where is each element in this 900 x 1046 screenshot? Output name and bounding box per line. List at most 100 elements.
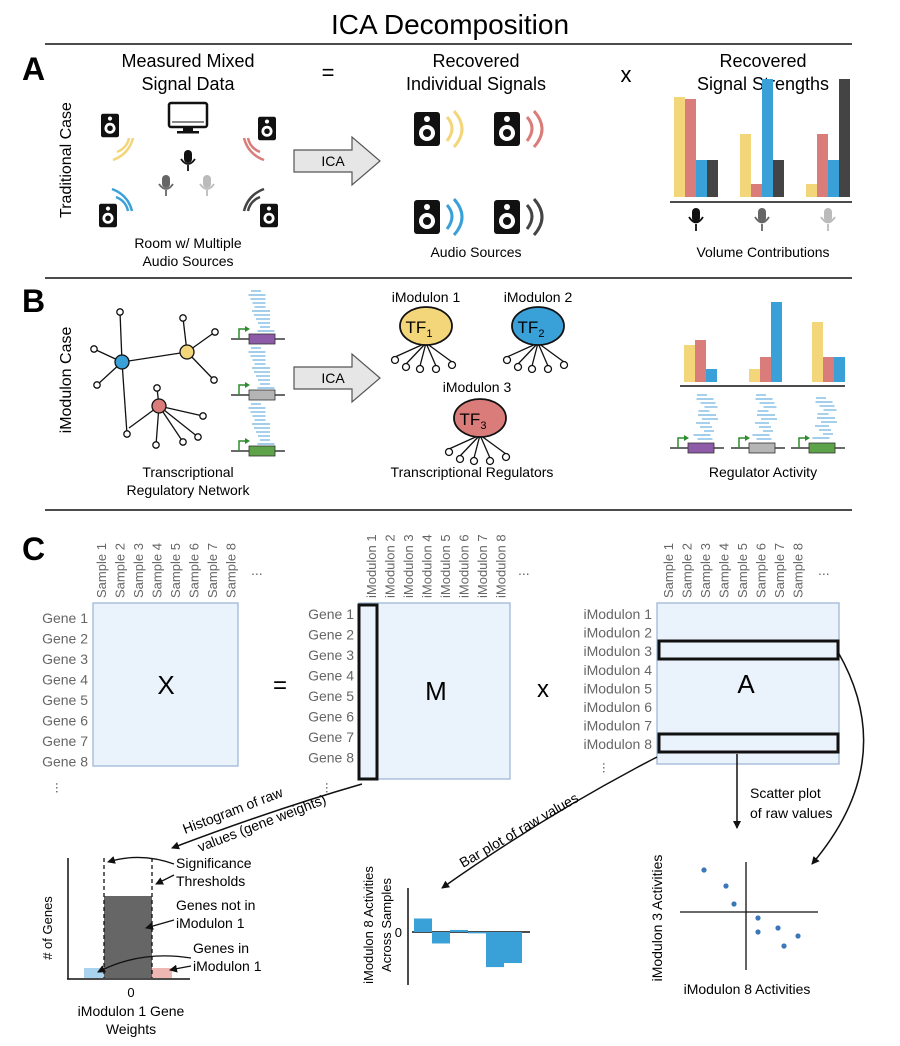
speaker-icon: [101, 113, 119, 138]
network-node-yellow: [179, 344, 195, 360]
volume-bar: [773, 160, 784, 197]
room-illustration: [99, 101, 278, 228]
signals-title-line2: Individual Signals: [406, 74, 546, 94]
imodulon-1-label: iModulon 1: [392, 289, 461, 305]
matrix-row-label: Gene 5: [42, 692, 88, 708]
bar-plot-bars: [414, 918, 522, 968]
ica-arrow-a-label: ICA: [321, 153, 345, 169]
room-caption-line1: Room w/ Multiple: [134, 235, 242, 251]
matrix-column-label: iModulon 3: [401, 534, 416, 598]
matrix-row-label: Gene 6: [42, 713, 88, 729]
microphone-icon: [180, 150, 196, 171]
matrix-m: [358, 602, 511, 780]
matrix-row-label: Gene 7: [308, 729, 354, 745]
bar-plot: iModulon 8 Activities Across Samples 0: [361, 866, 530, 985]
volume-bar: [740, 134, 751, 197]
volume-bar: [828, 160, 839, 197]
tf-1-label: TF1: [406, 318, 433, 340]
matrix-row-label: Gene 1: [308, 606, 354, 622]
matrix-m-row-ellipsis: ...: [323, 782, 339, 794]
scatter-points: [701, 867, 801, 949]
activity-bar: [812, 322, 823, 382]
matrix-column-label: Sample 4: [150, 543, 165, 598]
matrix-row-label: iModulon 4: [584, 662, 653, 678]
matrix-column-label: iModulon 2: [383, 534, 398, 598]
matrix-column-label: Sample 8: [791, 543, 806, 598]
scatter-point: [731, 901, 737, 907]
volume-bar: [696, 160, 707, 197]
gene-tracks: [231, 290, 285, 457]
genes-in-pointer-right: [169, 964, 192, 973]
matrix-row-label: Gene 2: [308, 627, 354, 643]
matrix-row-label: iModulon 5: [584, 680, 653, 696]
significance-pointer-left: [107, 856, 175, 865]
matrix-column-label: iModulon 7: [475, 534, 490, 598]
speaker-icon: [494, 200, 520, 234]
activity-bar: [771, 302, 782, 382]
volume-bar-chart: [674, 79, 850, 197]
mixed-title-line1: Measured Mixed: [121, 51, 254, 71]
promoter-arrowhead-icon: [745, 435, 750, 441]
volume-bar: [707, 160, 718, 197]
matrix-column-label: Sample 8: [224, 543, 239, 598]
bar-plot-bar: [486, 932, 504, 968]
matrix-row-label: iModulon 2: [584, 625, 653, 641]
matrix-row-label: iModulon 1: [584, 606, 653, 622]
bar-plot-zero-tick: 0: [395, 925, 402, 940]
matrix-row-label: Gene 6: [308, 709, 354, 725]
genes-in-pointer-left: [97, 955, 192, 973]
matrix-x-col-ellipsis: ...: [251, 562, 263, 578]
histogram-plot: # of Genes 0 iModulon 1 Gene Weights Sig…: [40, 855, 262, 1037]
panel-b-letter: B: [22, 283, 45, 319]
matrix-a-row-ellipsis: ...: [600, 762, 616, 774]
speaker-icon: [414, 112, 440, 146]
matrix-column-label: Sample 5: [168, 543, 183, 598]
matrix-m-col-ellipsis: ...: [518, 562, 530, 578]
scatter-arrow-label-line1: Scatter plot: [750, 785, 821, 801]
matrix-column-label: iModulon 5: [438, 534, 453, 598]
scatter-xlabel: iModulon 8 Activities: [684, 981, 811, 997]
matrix-column-label: iModulon 8: [494, 534, 509, 598]
matrix-column-label: iModulon 1: [364, 534, 379, 598]
promoter-arrow-icon: [677, 437, 685, 448]
panel-a-letter: A: [22, 51, 45, 87]
matrix-row-label: Gene 5: [308, 688, 354, 704]
significance-pointer-right: [155, 874, 175, 885]
soundwave-icon: [246, 195, 261, 212]
volume-bar: [685, 99, 696, 197]
microphone-icon: [688, 208, 704, 231]
regulator-activity-bars: [684, 302, 845, 382]
microphone-icon: [199, 175, 215, 196]
scatter-point: [701, 867, 707, 873]
matrix-a-col-ellipsis: ...: [818, 562, 830, 578]
gene-box: [748, 442, 776, 454]
signals-title-line1: Recovered: [432, 51, 519, 71]
matrix-equals: =: [273, 672, 287, 699]
soundwave-icon: [116, 137, 131, 154]
bar-plot-bar: [450, 929, 468, 932]
matrix-row-label: iModulon 8: [584, 736, 653, 752]
matrix-column-label: Sample 2: [113, 543, 128, 598]
matrix-column-label: iModulon 4: [420, 534, 435, 598]
scatter-arrow-label-line2: of raw values: [750, 805, 832, 821]
genes-not-in-label-line2: iModulon 1: [176, 915, 245, 931]
matrix-x-label: X: [157, 670, 174, 700]
histogram-bar-left-tail: [84, 968, 104, 978]
matrix-column-label: Sample 4: [717, 543, 732, 598]
panel-b-side-label: iModulon Case: [58, 327, 75, 434]
matrix-column-label: Sample 7: [772, 543, 787, 598]
histogram-ylabel: # of Genes: [40, 896, 55, 960]
bar-plot-arrow: [441, 756, 658, 889]
matrix-row-label: iModulon 6: [584, 699, 653, 715]
promoter-arrow-icon: [738, 437, 746, 448]
tf-2-label: TF2: [518, 318, 545, 340]
matrix-row-label: iModulon 7: [584, 718, 653, 734]
tf-2-regulator: [502, 306, 569, 374]
matrix-row-label: Gene 1: [42, 610, 88, 626]
imodulon-2-label: iModulon 2: [504, 289, 573, 305]
imodulon-3-label: iModulon 3: [443, 379, 512, 395]
network-caption-line2: Regulatory Network: [127, 482, 251, 498]
